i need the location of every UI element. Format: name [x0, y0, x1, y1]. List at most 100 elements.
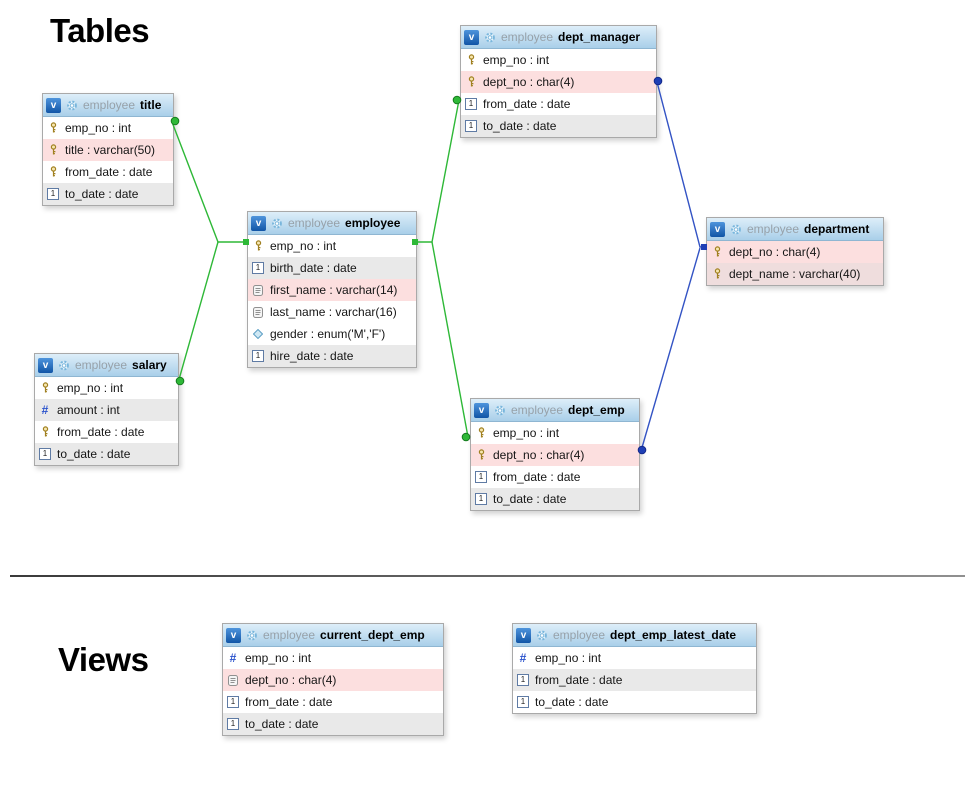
- views-heading: Views: [58, 641, 149, 678]
- column-row: gender : enum('M','F'): [248, 323, 416, 345]
- column-label: first_name : varchar(14): [270, 283, 398, 297]
- table-badge-icon: v: [516, 627, 531, 643]
- column-label: title : varchar(50): [65, 143, 156, 157]
- gear-icon: [494, 404, 506, 416]
- connector-dot: [461, 432, 471, 442]
- calendar-date-icon: 1: [517, 674, 529, 686]
- calendar-date-icon: 1: [252, 262, 264, 274]
- gear-icon: [484, 31, 496, 43]
- calendar-date-icon: 1: [227, 718, 239, 730]
- text-field-icon: [252, 284, 264, 296]
- key-icon: [711, 246, 723, 258]
- key-icon: [475, 449, 487, 461]
- column-label: to_date : date: [245, 717, 319, 731]
- calendar-date-icon: 1: [465, 98, 477, 110]
- relationship-line-dept_emp-department: [640, 247, 701, 452]
- table-name: employee: [345, 216, 401, 230]
- column-label: last_name : varchar(16): [270, 305, 397, 319]
- key-icon: [252, 240, 264, 252]
- column-row: emp_no : int: [248, 235, 416, 257]
- table-badge-icon: v: [226, 627, 241, 643]
- column-row: emp_no : int: [43, 117, 173, 139]
- column-row: from_date : date: [43, 161, 173, 183]
- column-label: emp_no : int: [57, 381, 124, 395]
- table-card-employee[interactable]: v employee employee emp_no : int 1 birth_date…: [247, 211, 417, 368]
- column-label: dept_no : char(4): [245, 673, 337, 687]
- schema-label: employee: [83, 98, 136, 112]
- schema-label: employee: [501, 30, 554, 44]
- key-icon: [39, 382, 51, 394]
- column-label: birth_date : date: [270, 261, 357, 275]
- column-label: dept_no : char(4): [729, 245, 821, 259]
- key-icon: [465, 54, 477, 66]
- column-row: emp_no : int: [471, 422, 639, 444]
- relationship-line-employee-dept_emp: [431, 241, 469, 438]
- gear-icon: [58, 359, 70, 371]
- key-icon: [475, 427, 487, 439]
- table-badge-icon: v: [710, 221, 725, 237]
- key-icon: [47, 144, 59, 156]
- column-row: #emp_no : int: [513, 647, 756, 669]
- table-card-dept_emp_latest_date[interactable]: v employee dept_emp_latest_date #emp_no : i…: [512, 623, 757, 714]
- relationship-line-dept_manager-department: [656, 81, 705, 248]
- column-label: emp_no : int: [535, 651, 602, 665]
- column-row: dept_no : char(4): [707, 241, 883, 263]
- table-badge-icon: v: [251, 215, 266, 231]
- text-field-icon: [227, 674, 239, 686]
- column-label: dept_no : char(4): [493, 448, 585, 462]
- numeric-icon: #: [41, 403, 49, 417]
- schema-label: employee: [553, 628, 606, 642]
- column-label: hire_date : date: [270, 349, 354, 363]
- column-label: from_date : date: [483, 97, 571, 111]
- table-badge-icon: v: [474, 402, 489, 418]
- calendar-date-icon: 1: [39, 448, 51, 460]
- schema-label: employee: [511, 403, 564, 417]
- column-label: emp_no : int: [245, 651, 312, 665]
- column-row: dept_name : varchar(40): [707, 263, 883, 285]
- table-name: dept_emp_latest_date: [610, 628, 737, 642]
- column-row: 1 to_date : date: [223, 713, 443, 735]
- column-label: emp_no : int: [270, 239, 337, 253]
- table-header[interactable]: v employee dept_emp_latest_date: [513, 624, 756, 647]
- key-icon: [47, 166, 59, 178]
- column-row: dept_no : char(4): [471, 444, 639, 466]
- schema-label: employee: [288, 216, 341, 230]
- key-icon: [465, 76, 477, 88]
- table-name: title: [140, 98, 162, 112]
- section-divider: [10, 575, 965, 577]
- column-label: gender : enum('M','F'): [270, 327, 386, 341]
- gear-icon: [730, 223, 742, 235]
- column-label: dept_name : varchar(40): [729, 267, 861, 281]
- enum-icon: [252, 328, 264, 340]
- gear-icon: [66, 99, 78, 111]
- column-label: to_date : date: [57, 447, 131, 461]
- tables-heading: Tables: [50, 12, 150, 49]
- calendar-date-icon: 1: [227, 696, 239, 708]
- relationship-line-title-employee: [171, 121, 246, 243]
- relationship-line-employee-dept_manager: [416, 99, 460, 243]
- schema-label: employee: [747, 222, 800, 236]
- column-label: emp_no : int: [483, 53, 550, 67]
- table-header[interactable]: v employee employee: [248, 212, 416, 235]
- column-row: dept_no : char(4): [223, 669, 443, 691]
